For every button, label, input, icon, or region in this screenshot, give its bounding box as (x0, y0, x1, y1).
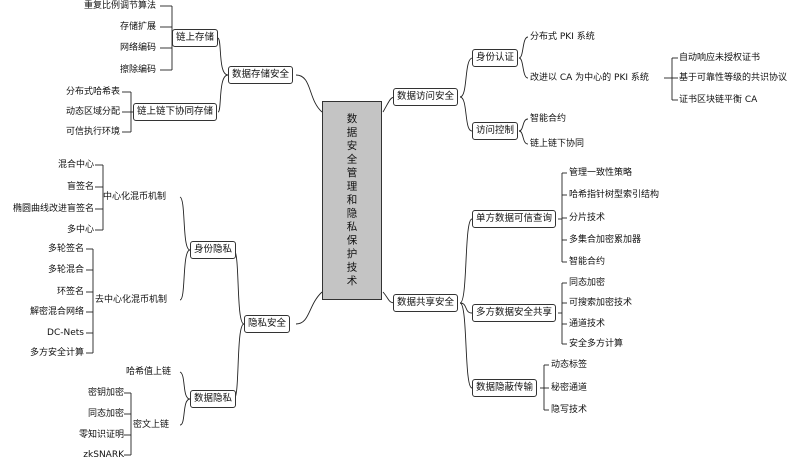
leaf-item: 混合中心 (57, 160, 94, 170)
branch-improved-ca-pki: 改进以 CA 为中心的 PKI 系统 (530, 73, 649, 83)
leaf-item: 多中心 (66, 225, 94, 235)
leaf-item: 隐写技术 (551, 405, 588, 415)
leaf-item: 智能合约 (569, 257, 606, 267)
leaf-item: 秘密通道 (551, 383, 588, 393)
leaf-item: 分片技术 (569, 213, 606, 223)
leaf-item: 基于可靠性等级的共识协议 (679, 73, 788, 83)
node-label: 隐私安全 (248, 318, 287, 329)
branch-cipher-onchain: 密文上链 (133, 420, 170, 430)
leaf-item: 密钥加密 (87, 388, 124, 398)
leaf-item: 管理一致性策略 (569, 168, 633, 178)
node-label: 链上存储 (176, 32, 215, 43)
node-identity-privacy: 身份隐私 (190, 241, 237, 259)
leaf-item: 椭圆曲线改进盲签名 (12, 204, 94, 214)
central-topic-label: 数据安全管理和隐私保护技术 (345, 112, 358, 289)
leaf-item: 分布式哈希表 (65, 87, 120, 97)
leaf-item: 自动响应未授权证书 (679, 53, 761, 63)
leaf-item: 安全多方计算 (569, 339, 624, 349)
leaf-item: DC-Nets (47, 328, 84, 338)
node-label: 身份认证 (476, 52, 515, 63)
leaf-item: 多轮混合 (47, 265, 84, 275)
leaf-item: 动态标签 (551, 360, 588, 370)
node-label: 数据隐蔽传输 (476, 382, 534, 393)
branch-central-mixing: 中心化混币机制 (103, 192, 167, 202)
leaf-item: 证书区块链平衡 CA (679, 95, 758, 105)
leaf-item: 重复比例调节算法 (83, 1, 156, 11)
node-multi-party-sharing: 多方数据安全共享 (472, 304, 557, 322)
node-data-storage-security: 数据存储安全 (228, 66, 294, 84)
leaf-item: zkSNARK (83, 450, 124, 460)
node-label: 访问控制 (476, 125, 515, 136)
leaf-item: 分布式 PKI 系统 (530, 32, 595, 42)
node-label: 多方数据安全共享 (476, 307, 553, 318)
node-data-sharing-security: 数据共享安全 (393, 294, 459, 312)
node-label: 数据共享安全 (397, 297, 455, 308)
node-label: 身份隐私 (194, 244, 233, 255)
leaf-item: 多集合加密累加器 (569, 235, 642, 245)
node-label: 数据存储安全 (232, 69, 290, 80)
leaf-item: 多方安全计算 (29, 348, 84, 358)
leaf-item: 零知识证明 (78, 430, 124, 440)
leaf-item: 盲签名 (66, 182, 94, 192)
branch-hash-onchain: 哈希值上链 (126, 367, 172, 377)
leaf-item: 智能合约 (530, 114, 567, 124)
node-data-access-security: 数据访问安全 (393, 88, 459, 106)
leaf-item: 多轮签名 (47, 244, 84, 254)
leaf-item: 解密混合网络 (29, 307, 84, 317)
leaf-item: 同态加密 (87, 409, 124, 419)
node-identity-auth: 身份认证 (472, 49, 519, 67)
leaf-item: 网络编码 (119, 43, 156, 53)
node-covert-transmission: 数据隐蔽传输 (472, 379, 538, 397)
central-topic: 数据安全管理和隐私保护技术 (322, 101, 382, 300)
leaf-item: 哈希指针树型索引结构 (569, 190, 660, 200)
leaf-item: 环签名 (56, 287, 84, 297)
leaf-item: 可搜索加密技术 (569, 298, 633, 308)
leaf-item: 擦除编码 (119, 65, 156, 75)
leaf-item: 通道技术 (569, 319, 606, 329)
leaf-item: 同态加密 (569, 278, 606, 288)
node-single-party-query: 单方数据可信查询 (472, 210, 557, 228)
branch-decentral-mixing: 去中心化混币机制 (95, 295, 168, 305)
leaf-item: 链上链下协同 (530, 139, 585, 149)
leaf-item: 动态区域分配 (65, 107, 120, 117)
node-label: 链上链下协同存储 (137, 106, 214, 117)
node-label: 数据隐私 (194, 393, 233, 404)
node-data-privacy: 数据隐私 (190, 390, 237, 408)
node-onoff-chain-storage: 链上链下协同存储 (133, 103, 218, 121)
node-onchain-storage: 链上存储 (172, 29, 219, 47)
node-label: 数据访问安全 (397, 91, 455, 102)
node-privacy-security: 隐私安全 (244, 315, 291, 333)
leaf-item: 存储扩展 (119, 22, 156, 32)
leaf-item: 可信执行环境 (65, 127, 120, 137)
node-access-control: 访问控制 (472, 122, 519, 140)
node-label: 单方数据可信查询 (476, 213, 553, 224)
